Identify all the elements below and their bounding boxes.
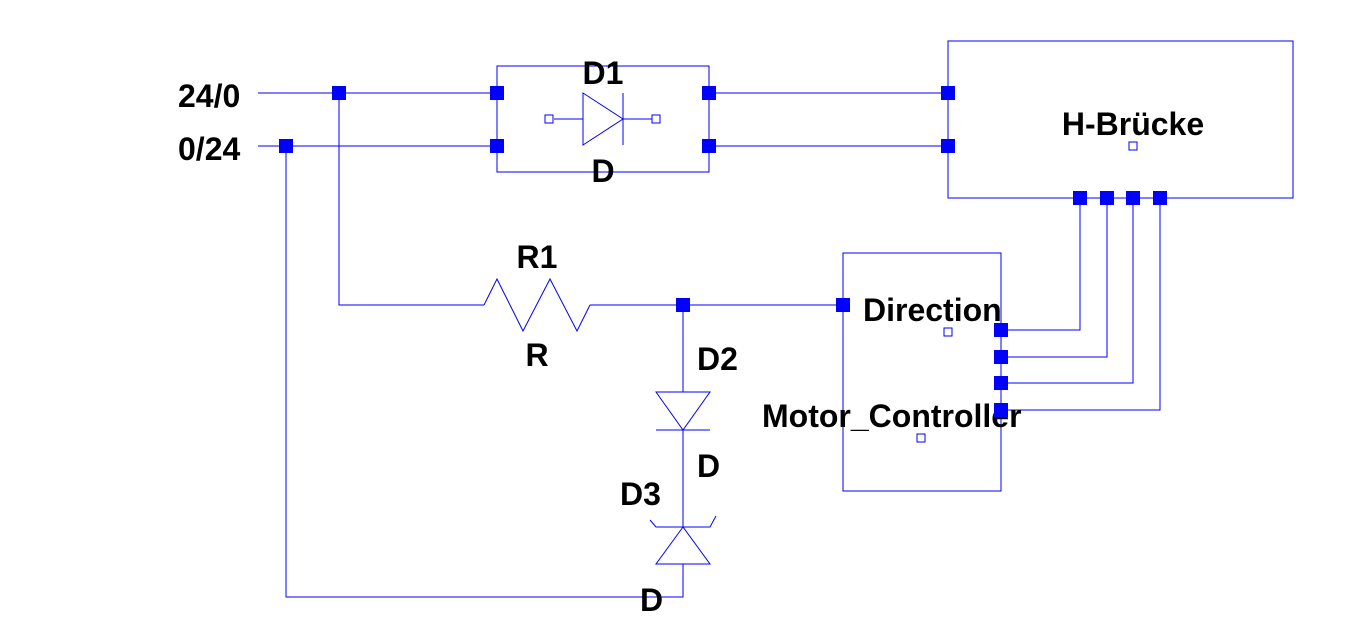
h-bridge-label: H-Brücke — [1062, 106, 1204, 142]
d3-zener-diode[interactable]: D3 D — [620, 476, 717, 618]
wire-d3-to-0-24[interactable] — [285, 146, 684, 598]
junction-24-0[interactable] — [332, 86, 346, 100]
pins — [279, 86, 1167, 417]
h-bridge-pin-bus-1[interactable] — [1073, 191, 1087, 205]
wire-junction-to-r1[interactable] — [338, 93, 484, 306]
port-24-0-label: 24/0 — [178, 78, 240, 114]
d1-pin-in-bottom[interactable] — [490, 139, 504, 153]
r1-resistor[interactable]: R1 R — [483, 239, 591, 373]
d3-zener-bar — [649, 515, 717, 528]
motor-controller-pin-1[interactable] — [994, 323, 1008, 337]
d1-diode-icon — [582, 92, 624, 146]
motor-controller-block[interactable]: Direction Motor_Controller — [762, 252, 1022, 492]
d1-anchor-right — [651, 114, 661, 124]
d1-block-outline — [496, 65, 710, 173]
resistor-icon — [483, 277, 591, 333]
d3-ref-label: D3 — [620, 476, 661, 512]
motor-controller-pin-4[interactable] — [994, 403, 1008, 417]
d1-pin-out-top[interactable] — [702, 86, 716, 100]
d1-anchor-left — [544, 114, 554, 124]
motor-controller-label: Motor_Controller — [762, 398, 1022, 434]
d2-diode-icon — [655, 391, 711, 431]
d1-diode-block[interactable]: D1 D — [496, 55, 710, 189]
h-bridge-anchor — [1128, 141, 1138, 151]
r1-value-label: R — [525, 337, 548, 373]
d1-pin-in-top[interactable] — [490, 86, 504, 100]
d2-ref-label: D2 — [697, 341, 738, 377]
h-bridge-pin-bus-2[interactable] — [1100, 191, 1114, 205]
d3-zener-icon — [655, 526, 711, 565]
wire-bus-4[interactable] — [1001, 198, 1161, 411]
d2-diode[interactable]: D2 D — [655, 341, 738, 484]
direction-pin-label: Direction — [863, 292, 1002, 328]
d3-value-label: D — [640, 582, 663, 618]
motor-controller-pin-3[interactable] — [994, 376, 1008, 390]
wires — [258, 92, 1161, 598]
r1-ref-label: R1 — [517, 239, 558, 275]
junction-r1-node[interactable] — [676, 298, 690, 312]
h-bridge-block[interactable]: H-Brücke — [947, 40, 1294, 199]
d1-value-label: D — [591, 153, 614, 189]
d1-pin-out-bottom[interactable] — [702, 139, 716, 153]
wire-bus-3[interactable] — [1001, 198, 1134, 384]
direction-pin[interactable] — [836, 298, 850, 312]
junction-0-24[interactable] — [279, 139, 293, 153]
d2-value-label: D — [697, 448, 720, 484]
h-bridge-pin-bus-3[interactable] — [1126, 191, 1140, 205]
h-bridge-pin-bus-4[interactable] — [1153, 191, 1167, 205]
motor-controller-outline — [842, 252, 1002, 492]
h-bridge-outline — [947, 40, 1294, 199]
wire-bus-2[interactable] — [1001, 198, 1108, 358]
motor-controller-anchor-bottom — [916, 433, 926, 443]
d1-ref-label: D1 — [583, 55, 624, 91]
h-bridge-pin-in-top[interactable] — [941, 86, 955, 100]
h-bridge-pin-in-bottom[interactable] — [941, 139, 955, 153]
motor-controller-pin-2[interactable] — [994, 350, 1008, 364]
motor-controller-anchor-top — [943, 327, 953, 337]
port-0-24-label: 0/24 — [178, 131, 240, 167]
wire-bus-1[interactable] — [1001, 198, 1081, 331]
